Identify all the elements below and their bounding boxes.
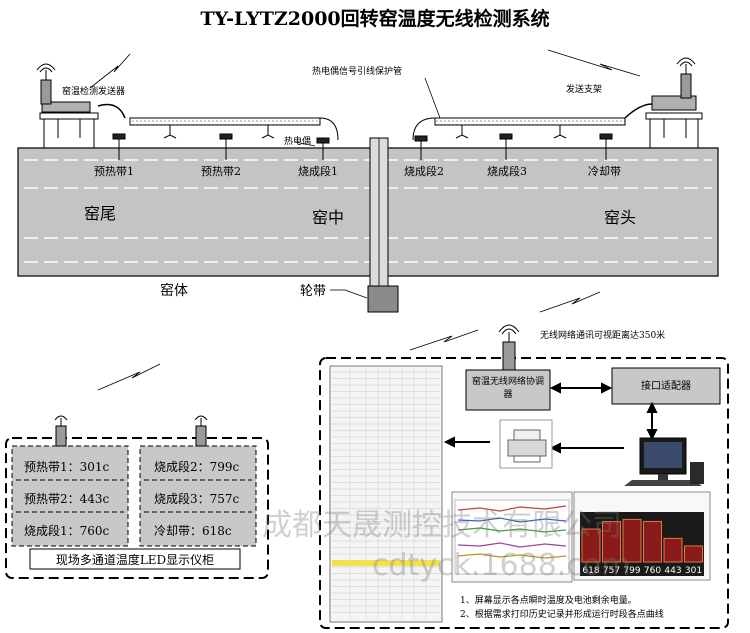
wireless-range-label: 无线网络通讯可视距离达350米 (540, 331, 666, 341)
led-antennas (54, 415, 208, 447)
wireless-signal-lower (97, 291, 601, 391)
line-chart-screenshot (451, 491, 573, 583)
led-reading: 预热带1：301c (24, 460, 110, 474)
zone-label: 烧成段1 (298, 165, 338, 178)
reading-bar (663, 537, 683, 563)
zone-label: 预热带1 (94, 165, 134, 178)
reading-bar (622, 518, 642, 563)
kiln-tail-label: 窑尾 (84, 204, 117, 223)
wireless-signal-top (89, 49, 641, 89)
coordinator-box (465, 369, 551, 411)
kiln-body-label: 窑体 (160, 283, 188, 299)
zone-label: 冷却带 (588, 165, 621, 178)
led-reading: 烧成段2：799c (154, 460, 240, 474)
interface-label: 接口适配器 (641, 381, 691, 392)
watermark-url: cdtyck.1688.com (372, 548, 631, 583)
led-reading: 烧成段3：757c (154, 492, 240, 506)
reading-value: 757 (603, 566, 620, 576)
reading-bar (643, 520, 662, 563)
kiln-body (17, 147, 719, 277)
led-panel-caption: 现场多通道温度LED显示仪柜 (55, 553, 215, 567)
label-thermocouple: 热电偶 (284, 137, 312, 147)
zone-label: 烧成段3 (487, 165, 527, 178)
reading-value: 301 (685, 566, 702, 576)
thermocouple-probes (112, 133, 613, 160)
label-conduit: 热电偶信号引线保护管 (312, 67, 403, 77)
led-reading: 冷却带：618c (154, 524, 232, 538)
system-note: 2、根据需求打印历史记录并形成运行时段各点曲线 (460, 610, 664, 620)
watermark-company: 成都天晟测控技术有限公司 (262, 508, 622, 543)
kiln-middle-label: 窑中 (312, 208, 345, 227)
led-reading: 烧成段1：760c (24, 524, 110, 538)
bar-chart-screenshot (573, 491, 711, 581)
reading-value: 443 (664, 566, 681, 576)
interface-box (611, 367, 721, 405)
arrows (443, 382, 658, 454)
tire-ring-leader (344, 289, 368, 299)
reading-value: 760 (644, 566, 661, 576)
table-grid (332, 368, 440, 620)
table-row-highlight (332, 560, 440, 566)
zone-label: 预热带2 (201, 165, 241, 178)
reading-bar (581, 528, 601, 563)
computer-icon (624, 437, 704, 486)
diagram-title: TY-LYTZ2000回转窑温度无线检测系统 (200, 8, 550, 30)
led-reading: 预热带2：443c (24, 492, 110, 506)
zone-label: 烧成段2 (404, 165, 444, 178)
left-transmitter-table (36, 63, 99, 148)
reading-value: 618 (582, 566, 599, 576)
left-conduit (97, 103, 339, 141)
system-note: 1、屏幕显示各点瞬时温度及电池剩余电量。 (460, 596, 637, 606)
tire-ring-label: 轮带 (300, 284, 327, 299)
conduit-supports (163, 125, 567, 139)
kiln-dash-lines (24, 159, 712, 263)
led-panel-left (11, 445, 129, 547)
reading-value: 799 (623, 566, 640, 576)
kiln-head-label: 窑头 (604, 208, 637, 227)
data-table-screenshot (329, 365, 443, 623)
right-conduit (412, 103, 653, 141)
label-send-bracket: 发送支架 (566, 85, 603, 95)
led-caption-box (29, 548, 241, 570)
reading-bar (602, 521, 621, 563)
reading-bar (684, 545, 703, 563)
label-transmitter: 窑温检测发送器 (62, 87, 126, 97)
coordinator-label: 窑温无线网络协调器 (471, 377, 544, 400)
printer-icon (499, 419, 553, 469)
coordinator-antenna (502, 341, 516, 371)
right-transmitter-table (645, 57, 703, 148)
tire-ring-block (367, 285, 399, 313)
